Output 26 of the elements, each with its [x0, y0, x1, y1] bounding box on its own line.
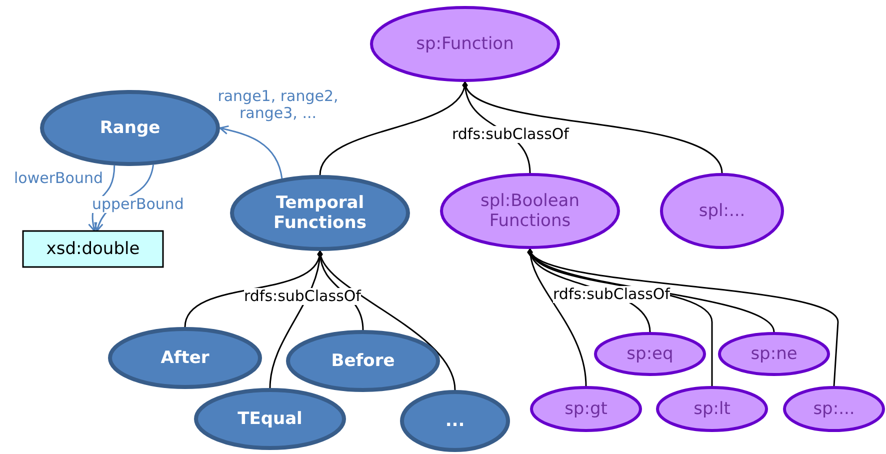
edge-label: upperBound — [92, 196, 184, 214]
connector-line — [269, 250, 323, 388]
class-name: sp:... — [813, 398, 855, 420]
connector-line — [464, 81, 723, 174]
class-name: sp:eq — [626, 344, 674, 364]
class-name: sp:ne — [750, 344, 798, 364]
class-name: sp:lt — [694, 398, 730, 420]
class-name: sp:gt — [564, 398, 608, 420]
class-name: Temporal Functions — [272, 192, 368, 234]
class-name: Before — [331, 350, 395, 372]
class-name: After — [160, 348, 210, 368]
class-name: TEqual — [238, 408, 302, 430]
edge-label: rdfs:subClassOf — [244, 288, 361, 306]
edge-label: rdfs:subClassOf — [452, 126, 569, 144]
edge-label: rdfs:subClassOf — [553, 286, 670, 304]
class-name: Range — [100, 118, 160, 138]
connector-line — [319, 81, 467, 176]
arrow — [219, 125, 283, 179]
connector-line — [529, 248, 839, 386]
class-name: spl:... — [698, 200, 746, 222]
class-name: ... — [445, 410, 465, 432]
class-name: sp:Function — [416, 34, 514, 54]
class-name: xsd:double — [46, 238, 140, 260]
edge-label: range1, range2, range3, ... — [216, 88, 340, 122]
class-name: spl:Boolean Functions — [480, 190, 580, 232]
connector-line — [318, 250, 456, 390]
